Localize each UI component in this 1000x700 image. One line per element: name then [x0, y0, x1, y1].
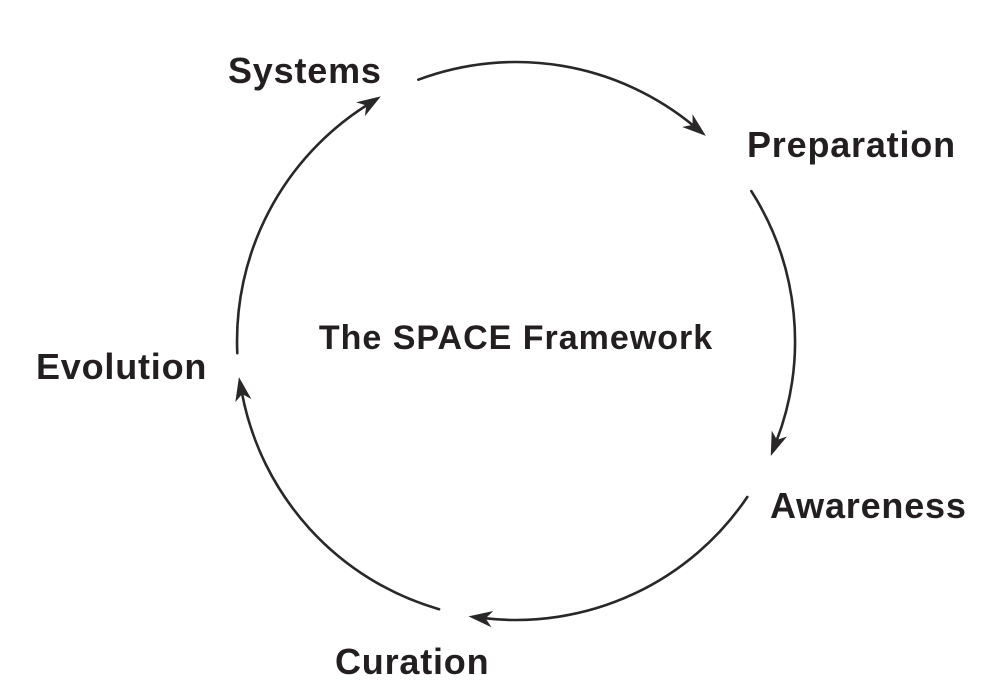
node-label-evolution: Evolution [36, 346, 208, 387]
arc-preparation-to-awareness [750, 189, 797, 456]
node-label-preparation: Preparation [747, 124, 956, 165]
diagram-title: The SPACE Framework [318, 319, 714, 357]
arc-curation-to-evolution [235, 377, 441, 611]
arc-systems-to-preparation [417, 60, 706, 136]
node-label-awareness: Awareness [770, 485, 967, 526]
node-label-curation: Curation [335, 641, 490, 682]
node-label-systems: Systems [228, 50, 382, 91]
arc-evolution-to-systems [235, 96, 381, 355]
arc-awareness-to-curation [468, 495, 749, 628]
